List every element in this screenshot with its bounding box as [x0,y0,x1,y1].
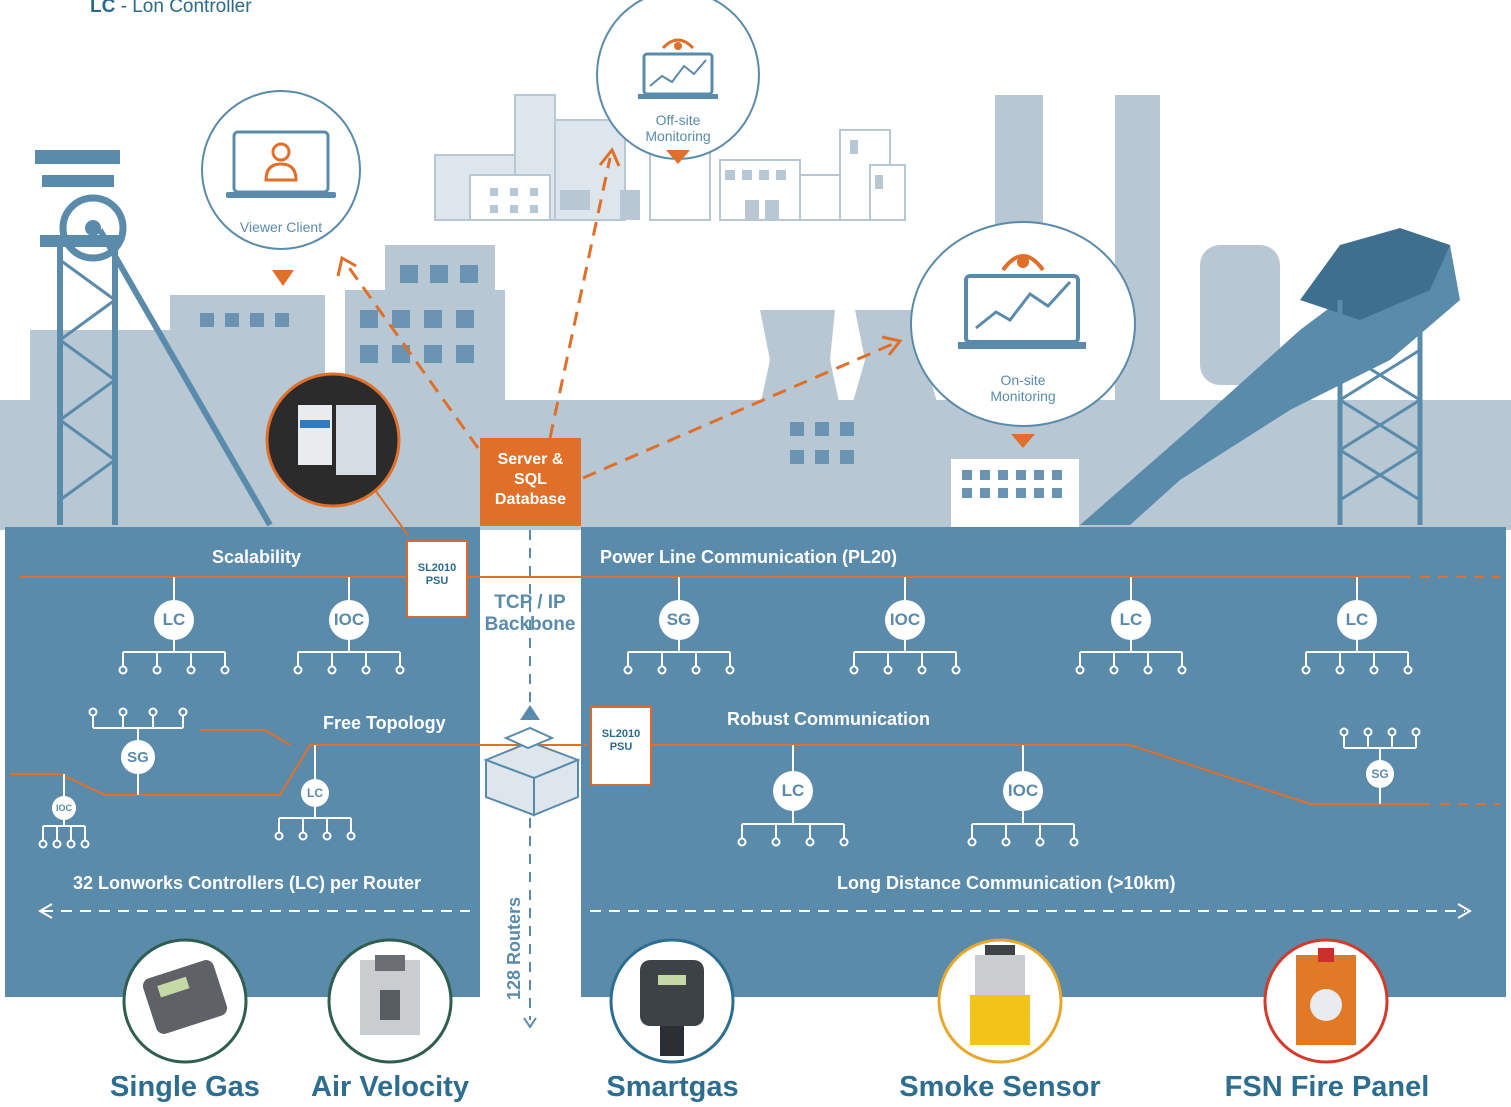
node-lc-1: LC [154,600,194,640]
offsite-label: Off-site Monitoring [628,112,728,144]
node-sg-2: SG [121,740,155,774]
node-ioc-2: IOC [885,600,925,640]
device-label-smoke-sensor: Smoke Sensor [899,1071,1101,1103]
node-lc-2: LC [1111,600,1151,640]
legend-abbr: LC [90,0,116,17]
offsite-label-1: Off-site [655,112,701,128]
headframe [57,228,273,527]
node-lc-4: LC [301,779,329,807]
laptop-user-icon [226,130,336,198]
routers-label: 128 Routers [504,896,524,1000]
offsite-laptop-icon [638,38,718,99]
node-sg-3: SG [1366,760,1394,788]
offsite-label-2: Monitoring [645,128,711,144]
psu-2-line-1: SL2010 [601,728,641,740]
tcp-label-2: Backbone [484,614,576,635]
psu-2-line-2: PSU [609,741,633,753]
plc-label: Power Line Communication (PL20) [600,547,898,567]
device-label-air-velocity: Air Velocity [311,1071,469,1103]
device-label-smartgas: Smartgas [606,1071,739,1103]
tcp-label-1: TCP / IP [494,592,566,613]
device-label-single-gas: Single Gas [110,1071,260,1103]
server-line-1: Server & [497,451,564,468]
legend: LC - Lon Controller [90,0,252,18]
onsite-label-2: Monitoring [990,388,1056,404]
onsite-label-1: On-site [1000,372,1046,388]
server-line-2: SQL [514,471,547,488]
onsite-label: On-site Monitoring [973,372,1073,404]
free-topology-label: Free Topology [323,713,446,733]
robust-label: Robust Communication [727,709,930,729]
onsite-laptop-icon [958,254,1086,349]
offsite-pointer-icon [666,150,690,164]
node-sg-1: SG [659,600,699,640]
tcp-label: TCP / IP Backbone [481,592,579,636]
server-sql-database: Server & SQL Database [480,438,581,526]
psu-box-1: SL2010 PSU [406,540,468,618]
psu-1-line-2: PSU [425,575,449,587]
node-ioc-3: IOC [52,796,76,820]
offsite-circle [596,0,760,160]
onsite-pointer-icon [1011,434,1035,448]
node-lc-5: LC [773,771,813,811]
node-ioc-4: IOC [1003,771,1043,811]
viewer-client-circle [201,90,361,250]
psu-box-2: SL2010 PSU [590,706,652,786]
device-label-fsn-fire-panel: FSN Fire Panel [1224,1071,1430,1103]
node-lc-3: LC [1337,600,1377,640]
psu-1-line-1: SL2010 [417,562,457,574]
controllers-label: 32 Lonworks Controllers (LC) per Router [73,873,422,893]
server-line-3: Database [494,491,567,508]
viewer-client-label: Viewer Client [239,219,323,235]
long-distance-label: Long Distance Communication (>10km) [837,873,1176,893]
legend-text: - Lon Controller [115,0,252,17]
viewer-pointer-icon [272,270,294,286]
node-ioc-1: IOC [329,600,369,640]
scalability-label: Scalability [212,547,302,567]
